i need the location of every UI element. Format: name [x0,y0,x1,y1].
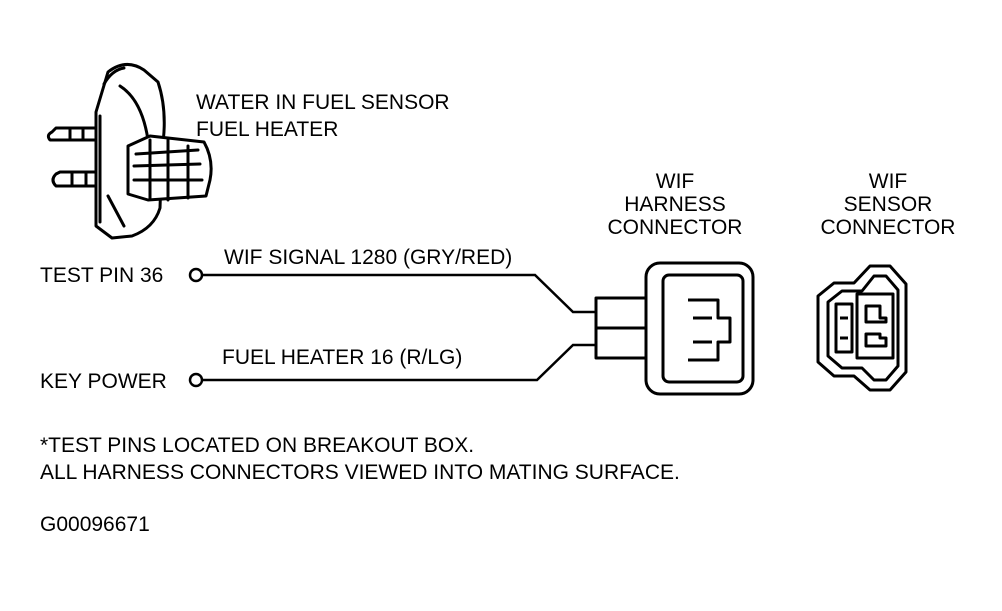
key-power-terminal [188,372,204,388]
wif-signal-wire [202,273,596,314]
sensor-connector-label-line1: WIF [868,170,908,193]
figure-id: G00096671 [40,513,150,536]
harness-connector-label-line3: CONNECTOR [607,216,743,239]
wif-harness-connector-drawing [594,261,755,396]
harness-connector-label-line1: WIF [655,170,695,193]
note-line2: ALL HARNESS CONNECTORS VIEWED INTO MATIN… [40,461,680,484]
sensor-title-line2: FUEL HEATER [196,118,339,141]
wif-signal-wire-label: WIF SIGNAL 1280 (GRY/RED) [224,246,513,269]
water-in-fuel-sensor-drawing [46,63,213,240]
wif-sensor-connector-drawing [816,264,908,392]
test-pin-36-terminal [188,267,204,283]
test-pin-36-label: TEST PIN 36 [40,264,164,287]
fuel-heater-wire [202,343,596,382]
harness-connector-label-line2: HARNESS [624,193,726,216]
note-line1: *TEST PINS LOCATED ON BREAKOUT BOX. [40,434,475,457]
wiring-lines [188,267,596,388]
sensor-connector-label-line2: SENSOR [843,193,933,216]
sensor-title-line1: WATER IN FUEL SENSOR [196,91,450,114]
fuel-heater-wire-label: FUEL HEATER 16 (R/LG) [222,346,463,369]
key-power-label: KEY POWER [40,370,167,393]
sensor-connector-label-line3: CONNECTOR [820,216,956,239]
